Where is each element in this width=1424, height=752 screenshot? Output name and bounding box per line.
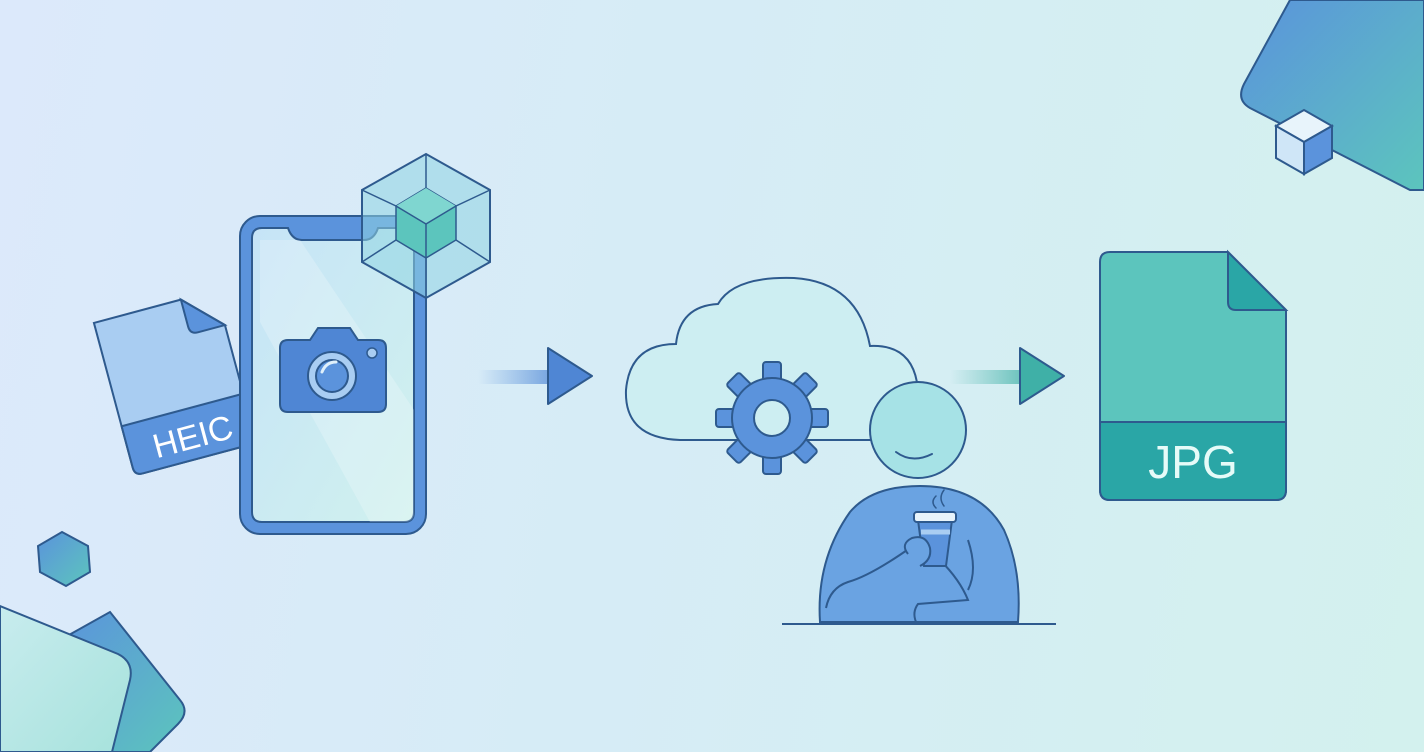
- decor-top-right-shape: [1240, 0, 1424, 191]
- gear-icon: [715, 361, 829, 475]
- decor-small-cube-icon: [1273, 108, 1335, 176]
- decor-bottom-left-shapes: [0, 604, 186, 752]
- heic-file-icon: HEIC: [92, 297, 256, 475]
- camera-icon: [279, 327, 387, 413]
- arrow-right-icon: [950, 347, 1065, 405]
- coffee-cup-icon: [903, 489, 957, 567]
- jpg-file-label: JPG: [1148, 436, 1237, 488]
- jpg-file-icon: JPG: [1099, 249, 1289, 501]
- decor-hexagon-icon: [36, 530, 92, 588]
- cube-icon: [361, 152, 491, 300]
- arrow-right-icon: [478, 347, 593, 405]
